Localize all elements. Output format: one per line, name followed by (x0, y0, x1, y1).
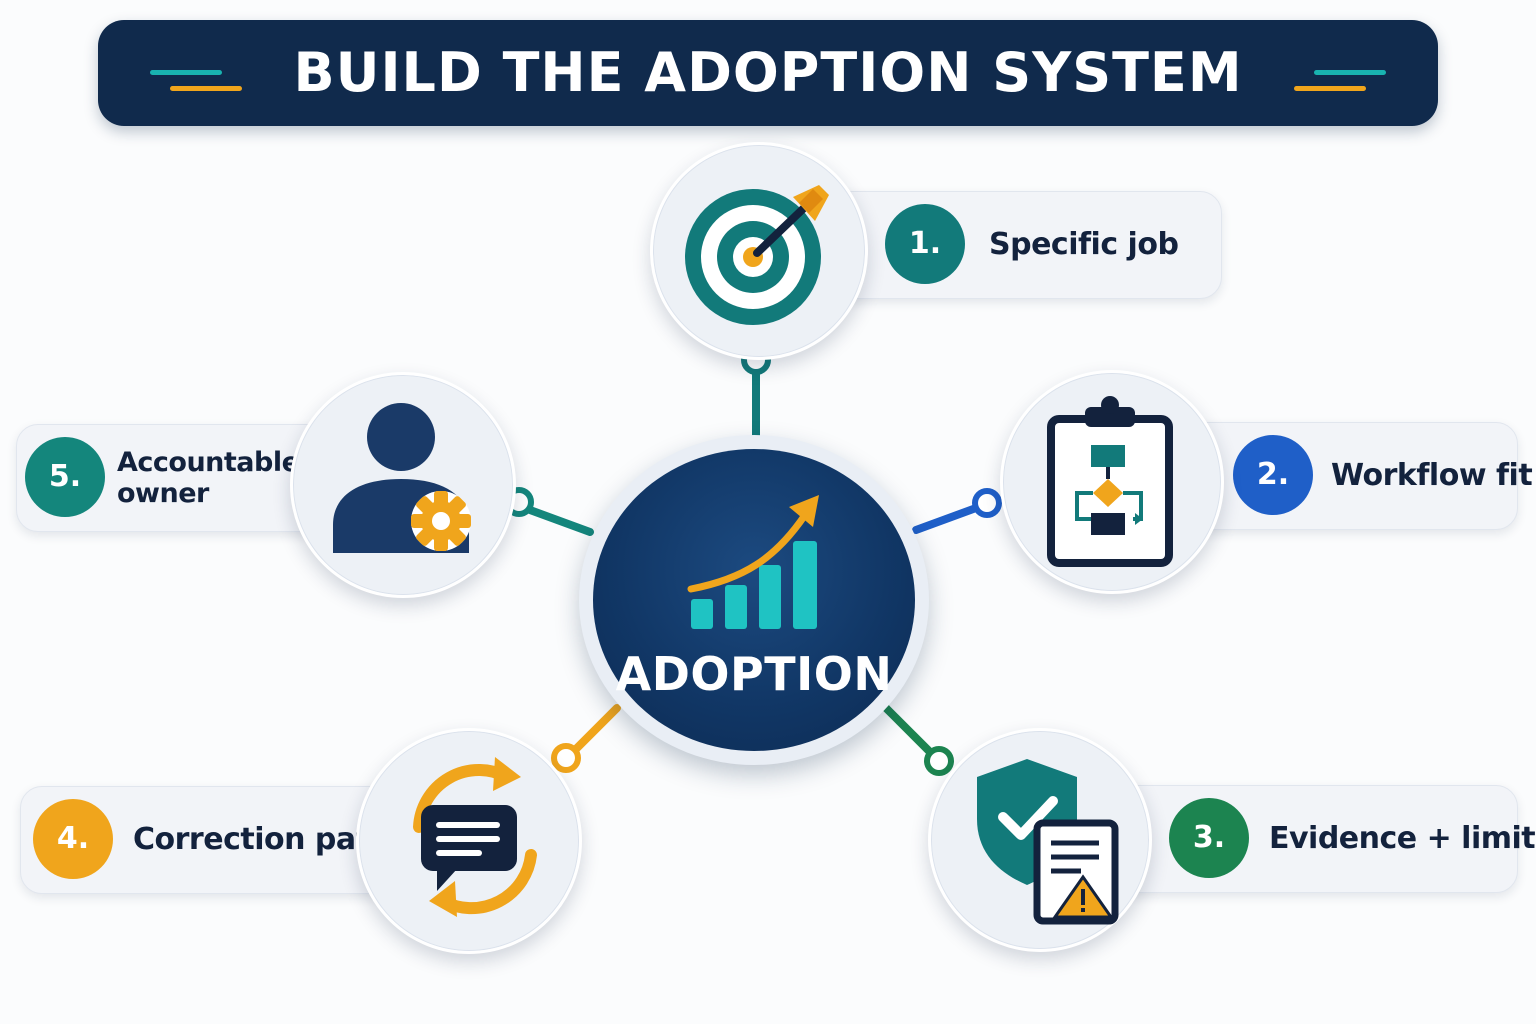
hub-label: ADOPTION (615, 647, 893, 701)
step-4-pill: 4. Correction path (20, 786, 422, 894)
page-title: BUILD THE ADOPTION SYSTEM (293, 41, 1243, 104)
step-1-icon-bubble (650, 142, 868, 360)
banner-dash-left-bottom (170, 86, 242, 91)
shield-document-warning-icon (977, 759, 1119, 925)
step-2-icon-bubble (1000, 370, 1224, 594)
step-3-label: Evidence + limits (1269, 821, 1536, 856)
banner-dash-right-bottom (1294, 86, 1366, 91)
hub-inner-circle: ADOPTION (593, 449, 915, 751)
step-5-label: Accountable owner (117, 447, 300, 509)
target-arrow-icon (685, 185, 829, 325)
step-1-badge: 1. (885, 204, 965, 284)
workflow-clipboard-icon (1047, 396, 1173, 567)
step-5-badge: 5. (25, 437, 105, 517)
step-3-pill: 3. Evidence + limits (1100, 785, 1536, 893)
banner-dash-right-top (1314, 70, 1386, 75)
step-1-label: Specific job (989, 227, 1179, 262)
growth-chart-icon (687, 495, 819, 629)
user-gear-icon (333, 403, 471, 553)
step-1-pill: 1. Specific job (800, 191, 1222, 299)
step-3-badge: 3. (1169, 798, 1249, 878)
step-2-badge: 2. (1233, 435, 1313, 515)
step-2-label: Workflow fit (1331, 458, 1533, 493)
title-banner: BUILD THE ADOPTION SYSTEM (98, 20, 1438, 126)
step-3-icon-bubble (928, 728, 1152, 952)
step-4-icon-bubble (356, 728, 582, 954)
step-5-icon-bubble (290, 372, 516, 598)
step-4-label: Correction path (133, 822, 391, 857)
chat-refresh-icon (413, 757, 537, 917)
adoption-hub: ADOPTION (579, 435, 929, 765)
banner-dash-left-top (150, 70, 222, 75)
step-4-badge: 4. (33, 799, 113, 879)
